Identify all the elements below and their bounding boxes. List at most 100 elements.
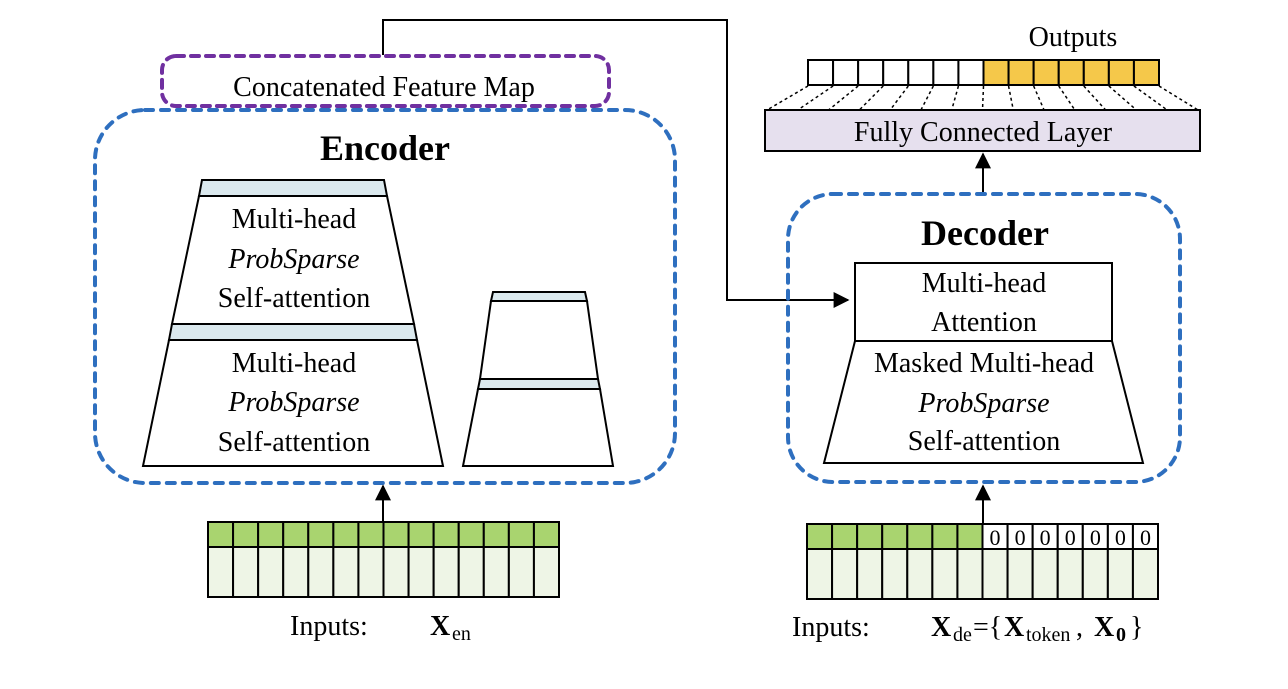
- encoder-input-token-cell: [207, 521, 235, 548]
- cross-attention-line1: Multi-head: [922, 268, 1046, 299]
- fully-connected-layer-label: Fully Connected Layer: [854, 117, 1113, 148]
- encoder-input-feature-cell: [232, 546, 260, 598]
- fc-connections: [766, 85, 1199, 111]
- encoder-input-token-cell: [282, 521, 310, 548]
- fc-connection-line: [1083, 85, 1107, 111]
- fc-connection-line: [858, 85, 884, 111]
- zero-subscript: 0: [1116, 624, 1126, 646]
- encoder-input-token-cell: [482, 521, 510, 548]
- fc-connection-line: [1158, 85, 1199, 111]
- decoder-token-cell: [856, 523, 884, 550]
- decoder-title: Decoder: [921, 213, 1049, 253]
- fc-connection-line: [1032, 85, 1045, 111]
- output-prediction-cell: [1082, 59, 1110, 86]
- distilled-band-mid: [476, 378, 602, 390]
- output-empty-cell: [907, 59, 935, 86]
- decoder-input-feature-cell: [931, 548, 959, 600]
- decoder-zero-cell: [1081, 523, 1109, 550]
- decoder-token-cell: [831, 523, 859, 550]
- encoder-input-feature-cell: [482, 546, 510, 598]
- decoder-input-feature-cell: [1106, 548, 1134, 600]
- decoder-container: [786, 192, 1182, 484]
- decoder-zero-value: 0: [990, 525, 1001, 550]
- decoder-zero-value: 0: [1040, 525, 1051, 550]
- encoder-input-token-cell: [407, 521, 435, 548]
- cross-attention-line2: Attention: [931, 307, 1037, 338]
- distilled-block-2: [461, 388, 615, 467]
- outputs-label: Outputs: [1029, 22, 1118, 53]
- encoder-block-2-line1: Multi-head: [232, 348, 356, 379]
- decoder-cross-attention-box: [854, 262, 1113, 342]
- encoder-input-feature-cell: [407, 546, 435, 598]
- encoder-block-2-line2: ProbSparse: [227, 387, 359, 418]
- encoder-block-1-line3: Self-attention: [218, 283, 370, 314]
- encoder-input-symbol: X: [430, 611, 450, 642]
- decoder-input-feature-cell: [1081, 548, 1109, 600]
- output-empty-cell: [882, 59, 910, 86]
- decoder-input-label: Inputs:: [792, 612, 870, 643]
- encoder-container: [93, 108, 677, 485]
- output-prediction-cell: [1032, 59, 1060, 86]
- output-empty-cell: [832, 59, 860, 86]
- encoder-input-token-cell: [457, 521, 485, 548]
- fc-connection-line: [981, 85, 985, 111]
- decoder-input-feature-cell: [1031, 548, 1059, 600]
- encoder-input-label: Inputs:: [290, 611, 368, 642]
- encoder-input-feature-cell: [282, 546, 310, 598]
- encoder-input-feature-cell: [382, 546, 410, 598]
- fc-connection-line: [920, 85, 935, 111]
- decoder-input-feature-cell: [981, 548, 1009, 600]
- decoder-input-equals-brace: ={: [973, 612, 1002, 643]
- decoder-input-feature-cell: [956, 548, 984, 600]
- decoder-zero-value: 0: [1115, 525, 1126, 550]
- output-prediction-cell: [982, 59, 1010, 86]
- encoder-band-mid: [167, 323, 419, 341]
- output-prediction-cell: [1057, 59, 1085, 86]
- decoder-zero-value: 0: [1015, 525, 1026, 550]
- encoder-input-token-cell: [432, 521, 460, 548]
- output-prediction-cell: [1132, 59, 1161, 86]
- decoder-input-feature-cell: [1131, 548, 1160, 600]
- decoder-token-cell: [931, 523, 959, 550]
- decoder-input-feature-cell: [1056, 548, 1084, 600]
- encoder-band-top: [197, 179, 389, 197]
- decoder-token-cell: [906, 523, 934, 550]
- output-empty-cell: [857, 59, 885, 86]
- output-empty-cell: [957, 59, 985, 86]
- decoder-input-feature-cell: [856, 548, 884, 600]
- output-empty-cell: [807, 59, 835, 86]
- decoder-input-feature-cell: [881, 548, 909, 600]
- encoder-title: Encoder: [320, 128, 450, 168]
- encoder-input-subscript: en: [452, 623, 471, 645]
- fc-connection-line: [1007, 85, 1015, 111]
- encoder-input-token-cell: [382, 521, 410, 548]
- output-empty-cell: [932, 59, 960, 86]
- masked-block-line1: Masked Multi-head: [874, 348, 1094, 379]
- encoder-input-token-cell: [332, 521, 360, 548]
- decoder-zero-cell: [1031, 523, 1059, 550]
- encoder-input-feature-cell: [307, 546, 335, 598]
- decoder-input-comma: ,: [1076, 612, 1083, 643]
- encoder-input-feature-cell: [257, 546, 285, 598]
- encoder-input-token-cell: [232, 521, 260, 548]
- decoder-input-subscript: de: [953, 624, 972, 646]
- encoder-input-token-cell: [507, 521, 535, 548]
- encoder-input-feature-cell: [207, 546, 235, 598]
- output-prediction-cell: [1007, 59, 1035, 86]
- distilled-band-top: [489, 291, 589, 302]
- fc-connection-line: [766, 85, 809, 111]
- masked-block-line2: ProbSparse: [917, 388, 1049, 419]
- encoder-input-grid: [207, 521, 561, 598]
- encoder-input-token-cell: [357, 521, 385, 548]
- distilled-block-1: [478, 300, 600, 380]
- encoder-block-2-line3: Self-attention: [218, 427, 370, 458]
- decoder-zero-value: 0: [1090, 525, 1101, 550]
- token-symbol: X: [1004, 612, 1024, 643]
- decoder-token-cell: [881, 523, 909, 550]
- decoder-masked-attention-block: [822, 340, 1145, 464]
- outputs-grid: [807, 59, 1161, 86]
- concat-to-decoder-connector: [382, 19, 850, 308]
- decoder-input-symbol: X: [931, 612, 951, 643]
- decoder-token-cell: [956, 523, 984, 550]
